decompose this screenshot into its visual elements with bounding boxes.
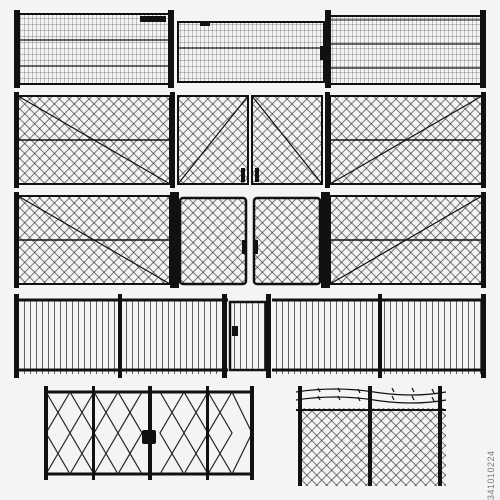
stock-id-watermark: 341010224: [486, 450, 496, 500]
barbed-wire-fence: [295, 386, 447, 486]
row-1-welded-mesh: [14, 10, 486, 88]
folding-gate: [44, 386, 254, 480]
row-2-chainlink: [14, 92, 486, 188]
row-3-chainlink-gates: [14, 192, 486, 288]
row-4-picket-fence: [14, 294, 486, 378]
